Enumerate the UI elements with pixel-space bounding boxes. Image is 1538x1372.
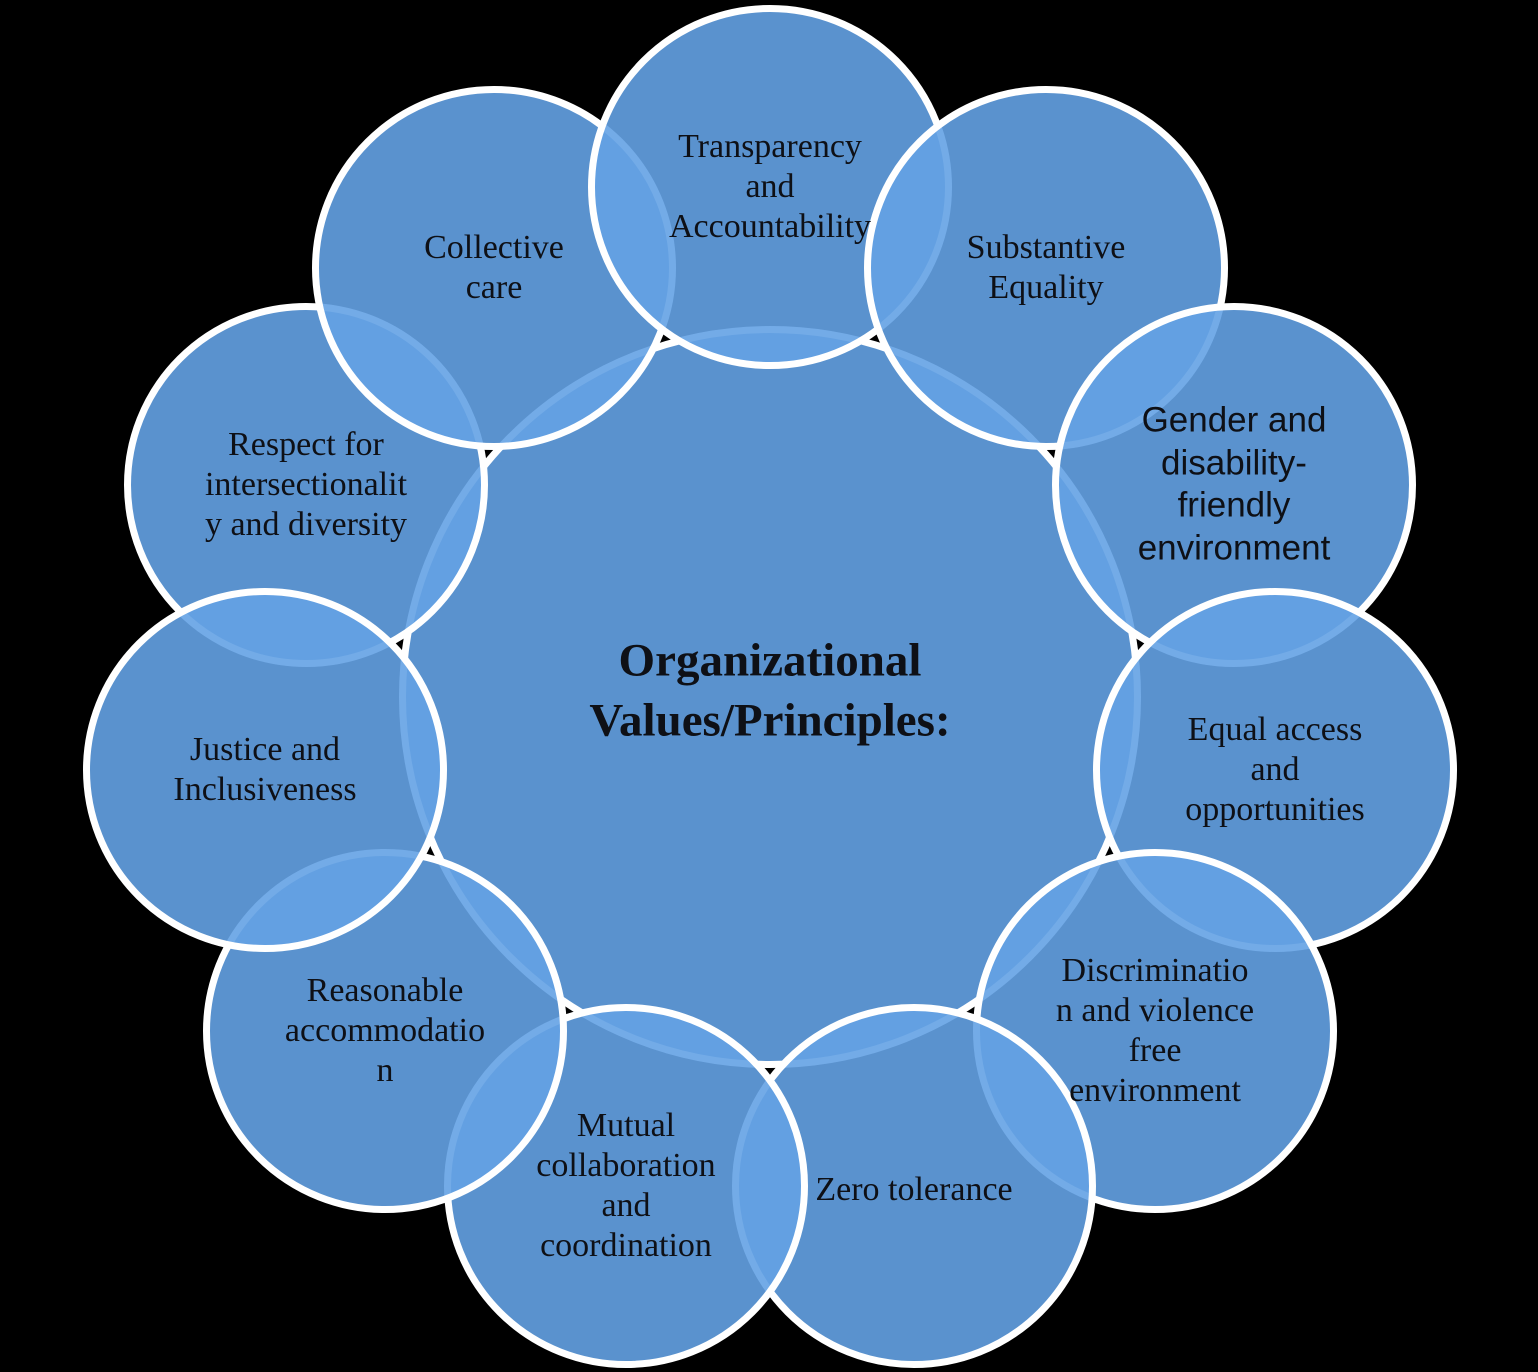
circle-justice-inclusiveness	[83, 588, 447, 952]
